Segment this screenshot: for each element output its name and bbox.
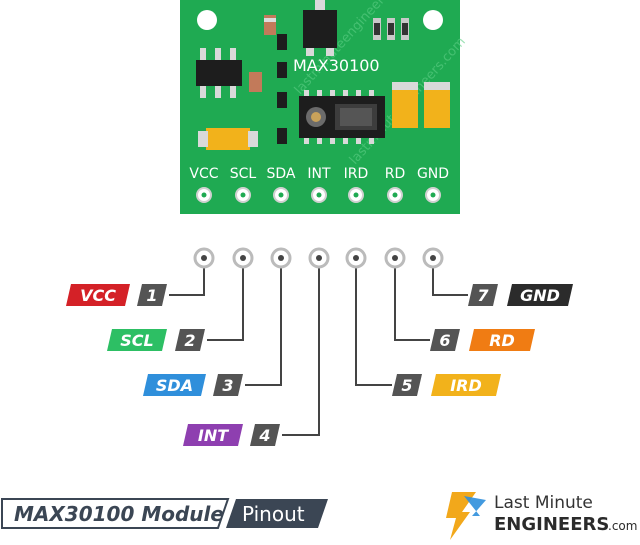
pin-tags: 1 VCC 2 SCL 3 SDA 4 INT 5 IRD 6 RD 7 GND	[66, 284, 573, 446]
board-pin-label: IRD	[344, 166, 369, 182]
pin-label: VCC	[80, 286, 116, 305]
pin-number: 2	[184, 331, 195, 350]
subtitle-box	[226, 499, 328, 528]
voltage-regulator	[303, 0, 337, 56]
board-pin-label: SCL	[230, 166, 257, 182]
regulator-chip	[196, 48, 242, 98]
mounting-hole	[197, 10, 217, 30]
board-pin-label: SDA	[267, 166, 296, 182]
smd-component	[277, 128, 287, 144]
pin-number: 3	[222, 376, 233, 395]
pin-label-tag	[107, 329, 167, 351]
footer-title: MAX30100 Module Pinout	[1, 498, 328, 529]
pin-wire	[432, 258, 468, 296]
pcb-board: lastminuteengineers.com lastminuteengine…	[180, 0, 469, 214]
smd-component	[277, 92, 287, 108]
pin-number-tag	[430, 329, 460, 351]
lightning-bolt-icon	[446, 492, 486, 540]
smd-component	[277, 62, 287, 78]
capacitor-pair	[392, 82, 450, 128]
pin-number-tag	[175, 329, 205, 351]
smd-component	[277, 34, 287, 50]
pin-wire	[394, 258, 430, 341]
title-box	[1, 498, 230, 529]
pin-number: 1	[146, 286, 157, 305]
pin-number: 6	[439, 331, 450, 350]
pin-number-tag	[250, 424, 280, 446]
resistor	[249, 72, 262, 92]
pin-number: 4	[258, 426, 270, 445]
chip-label: MAX30100	[293, 56, 380, 75]
mounting-hole	[423, 10, 443, 30]
footer-title-text: MAX30100 Module	[14, 502, 224, 526]
pin-label-tag	[469, 329, 535, 351]
board-pin-label: INT	[307, 166, 331, 182]
pin-number-tag	[137, 284, 167, 306]
board-pin-label: VCC	[189, 166, 218, 182]
pin-label: SDA	[156, 376, 193, 395]
pin-wire	[245, 258, 282, 386]
pin-label-tag	[183, 424, 243, 446]
pin-wire	[282, 258, 320, 436]
pin-heads	[193, 247, 444, 269]
pin-wires	[169, 258, 468, 436]
pin-label-tag	[507, 284, 573, 306]
pin-wire	[355, 258, 392, 386]
pin-number: 7	[477, 286, 489, 305]
tantalum-capacitor	[198, 128, 258, 150]
pin-label-tag	[143, 374, 206, 396]
pin-number-tag	[213, 374, 243, 396]
board-pin-holes	[196, 187, 441, 203]
pin-label: IRD	[450, 376, 482, 395]
pin-label: INT	[198, 426, 229, 445]
brand-line-1: Last Minute	[494, 493, 593, 513]
pin-number-tag	[468, 284, 498, 306]
pin-wire	[207, 258, 244, 341]
board-pin-label: GND	[417, 166, 449, 182]
board-pin-labels: VCC SCL SDA INT IRD RD GND	[189, 166, 449, 182]
brand-suffix: .com	[608, 519, 637, 533]
brand-line-2: ENGINEERS	[494, 514, 609, 535]
max30100-sensor	[299, 90, 385, 144]
pin-label-tag	[66, 284, 130, 306]
board-pin-label: RD	[385, 166, 406, 182]
pin-label: SCL	[120, 331, 153, 350]
pin-wire	[169, 258, 205, 296]
footer-subtitle-text: Pinout	[242, 502, 305, 526]
pin-label: RD	[489, 331, 515, 350]
pin-label: GND	[520, 286, 560, 305]
pin-number-tag	[392, 374, 422, 396]
pin-number: 5	[401, 376, 412, 395]
brand-logo: Last Minute ENGINEERS .com	[446, 492, 637, 540]
pin-label-tag	[431, 374, 501, 396]
